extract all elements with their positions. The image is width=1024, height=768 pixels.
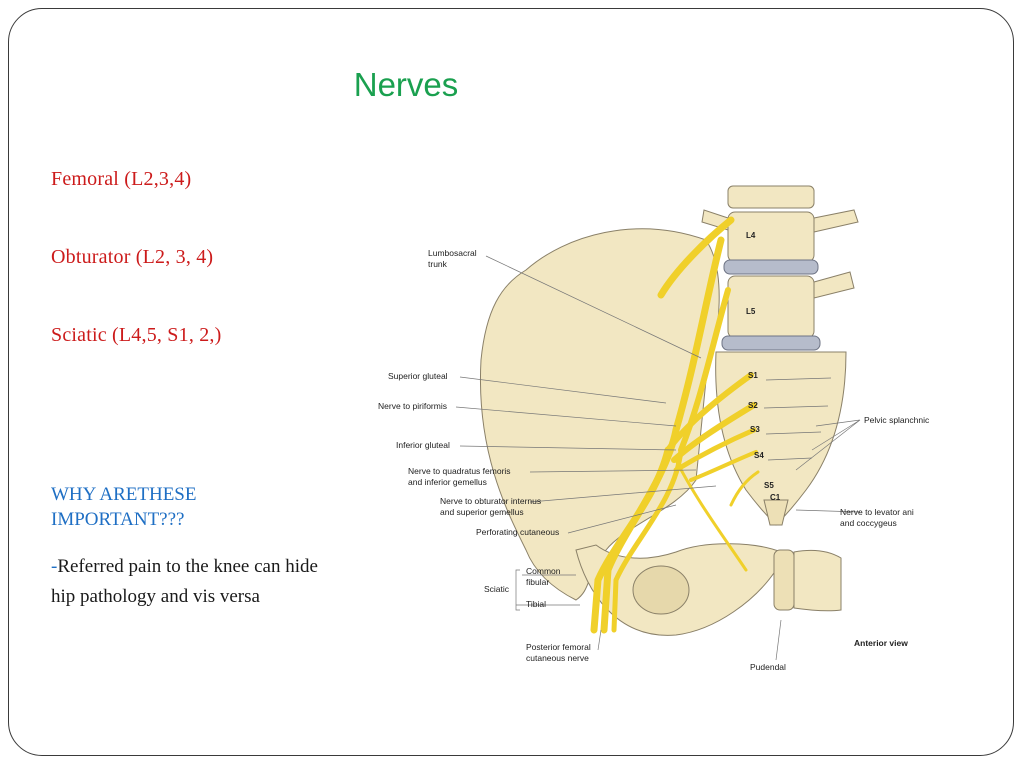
disc-l5-s1 (721, 335, 821, 351)
label-posterior-femoral-1: Posterior femoral (526, 642, 591, 652)
obturator-foramen (632, 565, 690, 615)
label-lumbosacral-1: Lumbosacral (428, 248, 477, 258)
label-l5: L5 (746, 307, 756, 316)
leader-lines (455, 255, 861, 661)
label-quadratus-2: and inferior gemellus (408, 477, 487, 487)
label-obturator-internus-1: Nerve to obturator internus (440, 496, 541, 506)
sacral-plexus-illustration: L4 L5 S1 S2 S3 S4 S5 C1 Lumbosacral trun… (378, 185, 930, 672)
label-s2: S2 (748, 401, 758, 410)
why-heading: WHY ARETHESE IMPORTANT??? (51, 482, 271, 532)
label-s5: S5 (764, 481, 774, 490)
nerve-item-obturator: Obturator (L2, 3, 4) (51, 246, 214, 268)
pubic-symphysis (773, 549, 795, 611)
vertebra-l5 (727, 275, 815, 339)
label-inferior-gluteal: Inferior gluteal (396, 440, 450, 450)
l5-process-right (813, 271, 855, 299)
coccyx (763, 499, 789, 526)
l4-process-right (813, 209, 859, 233)
nerve-item-sciatic: Sciatic (L4,5, S1, 2,) (51, 324, 222, 346)
vertebra-l4 (727, 211, 815, 263)
disc-l4-l5 (723, 259, 819, 275)
label-s4: S4 (754, 451, 764, 460)
label-pelvic-splanchnic: Pelvic splanchnic (864, 415, 930, 425)
vertebra-upper (727, 185, 815, 209)
label-pudendal: Pudendal (750, 662, 786, 672)
label-perforating: Perforating cutaneous (476, 527, 559, 537)
slide-title: Nerves (353, 66, 459, 103)
label-levator-2: and coccygeus (840, 518, 897, 528)
referred-pain-text: Referred pain to the knee can hide hip p… (51, 556, 318, 607)
label-common-fibular-1: Common (526, 566, 561, 576)
nerve-plexus (590, 216, 760, 634)
label-quadratus-1: Nerve to quadratus femoris (408, 466, 511, 476)
label-l4: L4 (746, 231, 756, 240)
label-s1: S1 (748, 371, 758, 380)
label-obturator-internus-2: and superior gemellus (440, 507, 524, 517)
label-s3: S3 (750, 425, 760, 434)
label-tibial: Tibial (526, 599, 546, 609)
bullet-dash: - (51, 556, 58, 577)
label-c1: C1 (770, 493, 781, 502)
label-levator-1: Nerve to levator ani (840, 507, 914, 517)
label-posterior-femoral-2: cutaneous nerve (526, 653, 589, 663)
label-piriformis: Nerve to piriformis (378, 401, 447, 411)
label-common-fibular-2: fibular (526, 577, 549, 587)
right-pubic-bone (793, 549, 842, 612)
why-heading-line1: WHY ARETHESE (51, 484, 197, 505)
sciatic-bracket (515, 569, 520, 611)
why-heading-line2: IMPORTANT??? (51, 509, 185, 530)
sacral-ridges (763, 377, 832, 461)
label-superior-gluteal: Superior gluteal (388, 371, 448, 381)
label-anterior-view: Anterior view (854, 638, 908, 648)
sacral-plexus-figure: L4 L5 S1 S2 S3 S4 S5 C1 Lumbosacral trun… (376, 180, 976, 680)
label-lumbosacral-2: trunk (428, 259, 448, 269)
referred-pain-note: -Referred pain to the knee can hide hip … (51, 552, 336, 612)
nerve-item-femoral: Femoral (L2,3,4) (51, 168, 192, 190)
label-sciatic: Sciatic (484, 584, 510, 594)
